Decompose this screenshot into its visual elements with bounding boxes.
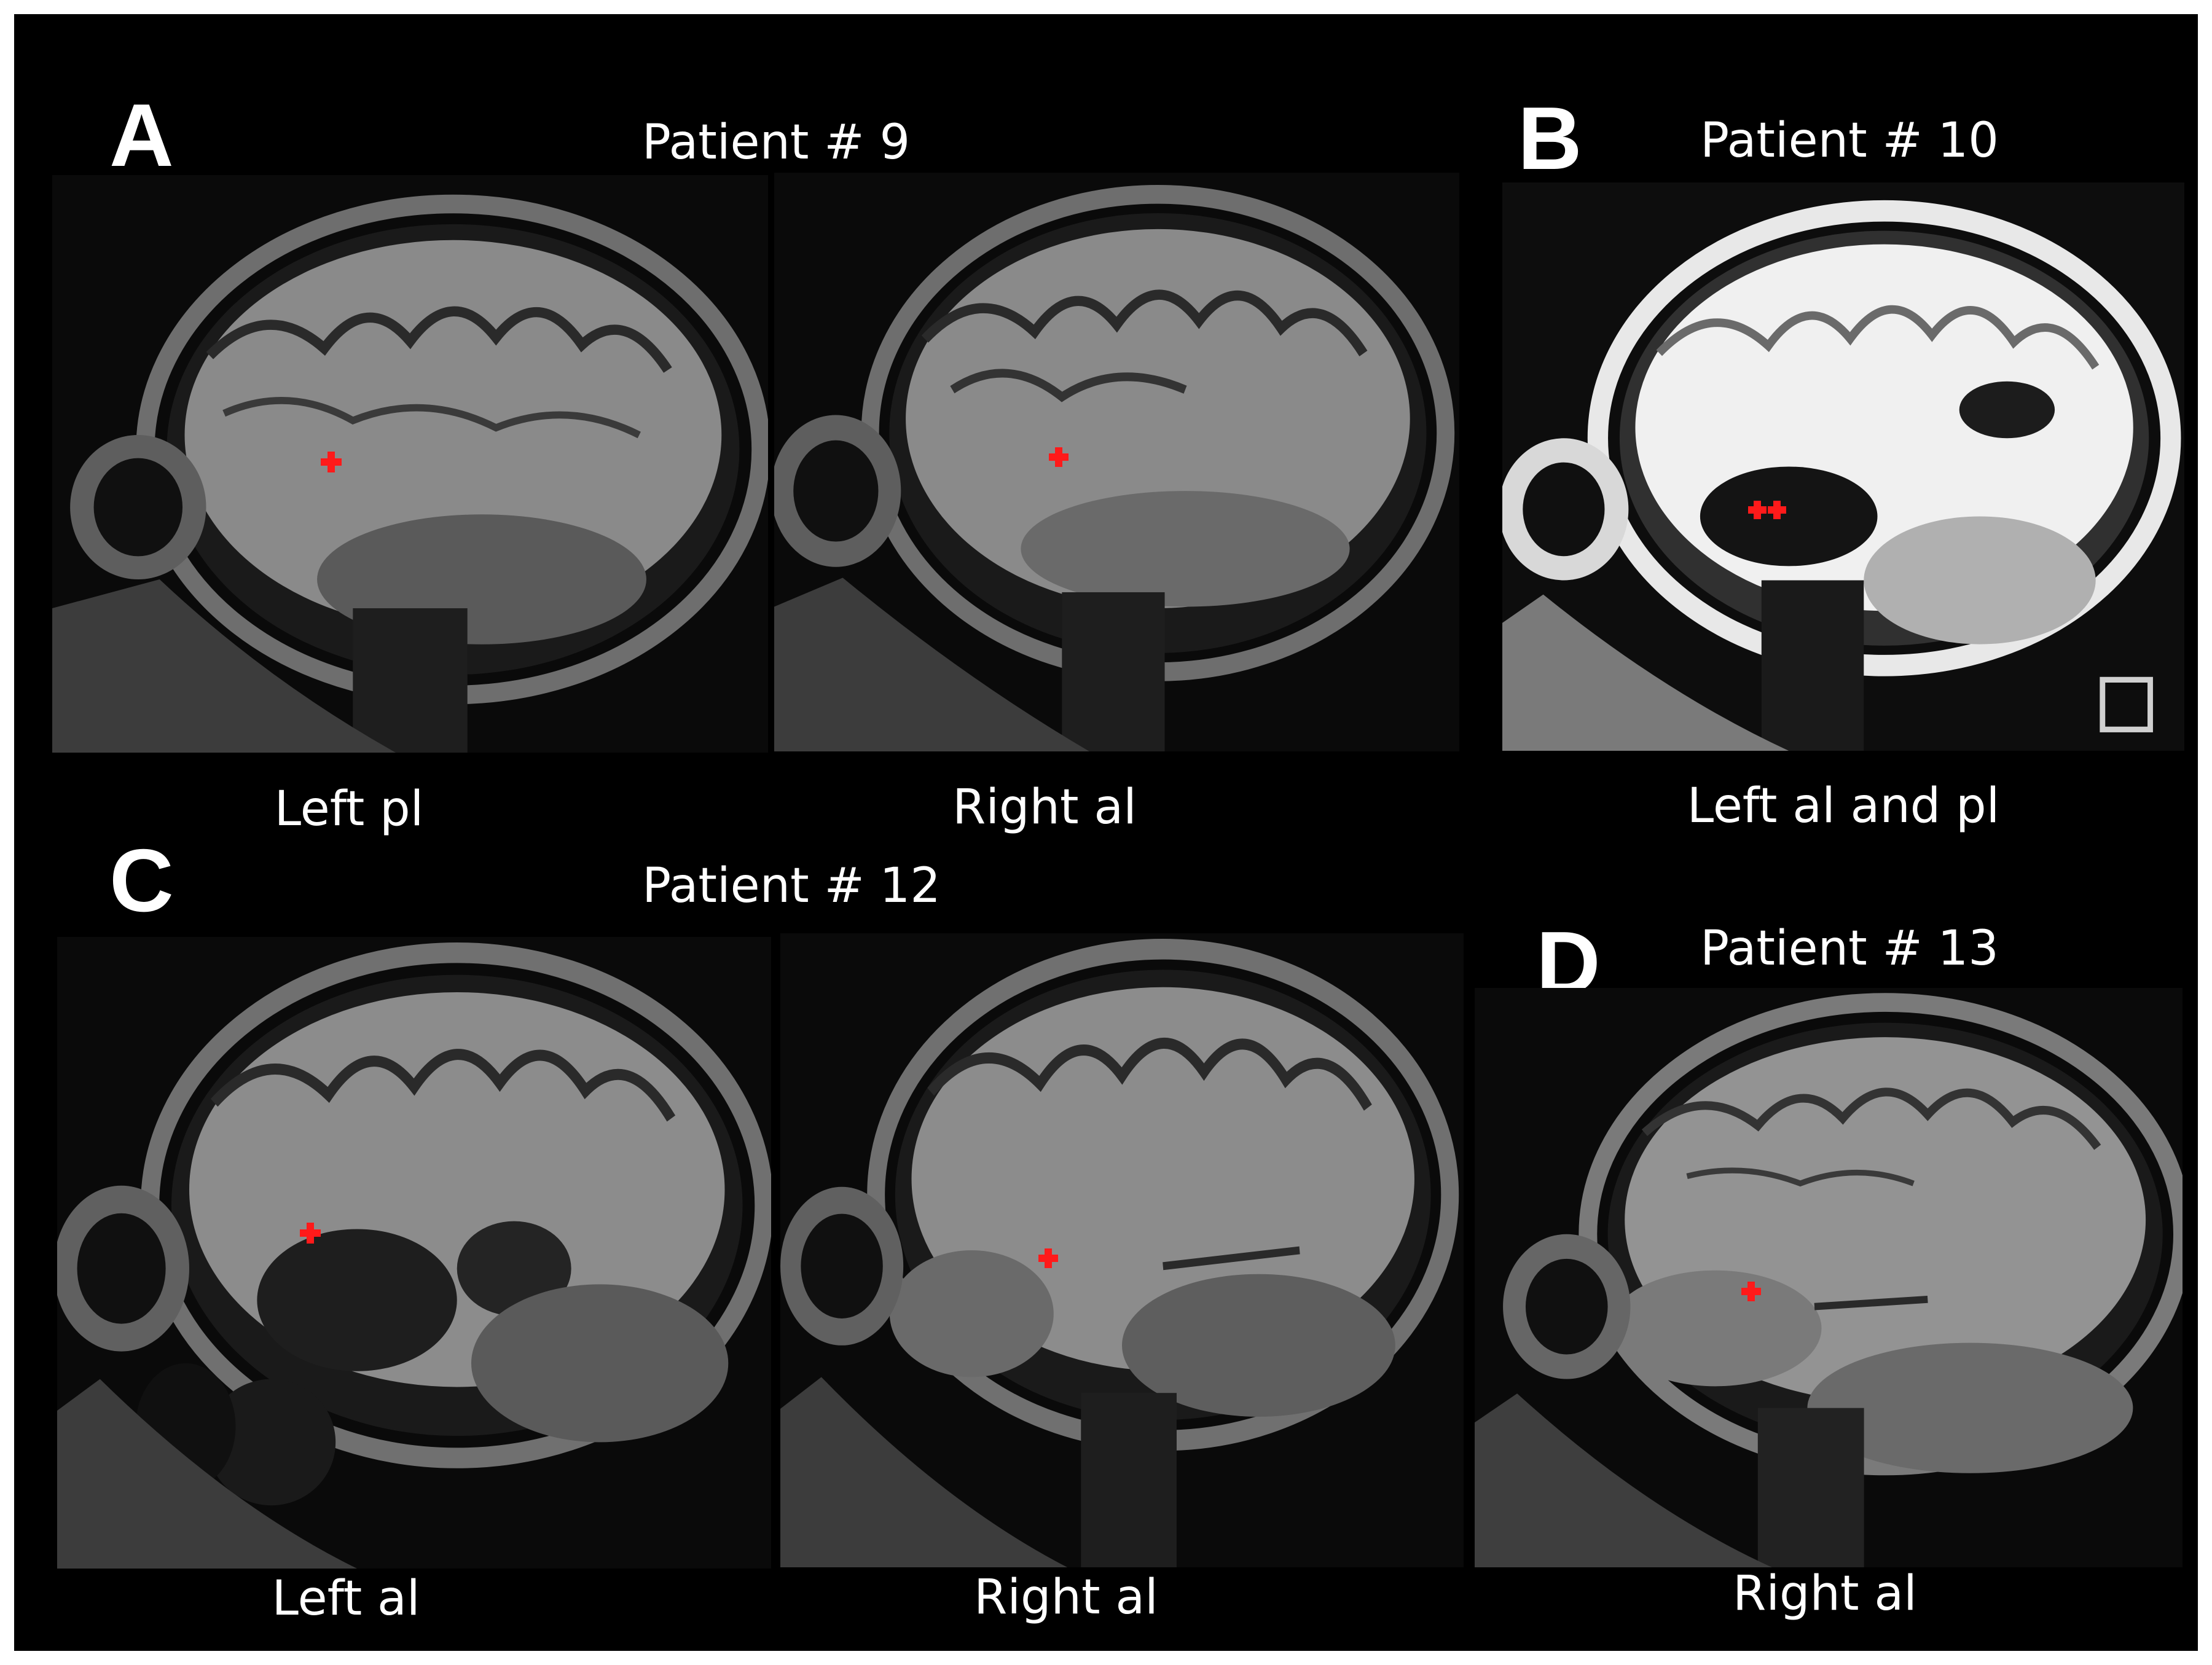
- scan-caption-a-left: Left pl: [274, 782, 424, 837]
- sagittal-mri-image: [57, 937, 771, 1569]
- electrode-marker: [300, 1223, 321, 1244]
- scan-caption-a-right: Right al: [952, 780, 1137, 835]
- panel-c-title: Patient # 12: [642, 858, 941, 914]
- scan-caption-b: Left al and pl: [1687, 778, 2000, 834]
- panel-letter-b: B: [1518, 88, 1582, 188]
- electrode-marker: [1049, 447, 1069, 467]
- mri-scan-c-right: [780, 933, 1464, 1567]
- mri-scan-a-left: [52, 175, 768, 753]
- scan-caption-c-right: Right al: [974, 1570, 1158, 1625]
- sagittal-mri-image: [1502, 182, 2184, 751]
- panel-letter-a: A: [109, 85, 174, 185]
- sagittal-mri-image: [774, 173, 1459, 751]
- panel-d-title: Patient # 13: [1700, 921, 1999, 976]
- electrode-marker: [1741, 1282, 1761, 1301]
- electrode-marker: [321, 452, 342, 472]
- panel-letter-c: C: [109, 831, 174, 930]
- scan-caption-c-left: Left al: [272, 1571, 420, 1626]
- electrode-marker: [1038, 1248, 1058, 1268]
- scan-caption-d: Right al: [1733, 1566, 1917, 1621]
- electrode-marker: [1748, 501, 1767, 519]
- panel-b-title: Patient # 10: [1700, 113, 1999, 168]
- mri-scan-c-left: [57, 937, 771, 1569]
- mri-scan-b: [1502, 182, 2184, 751]
- mri-scan-a-right: [774, 173, 1459, 751]
- mri-scan-d: [1475, 988, 2183, 1567]
- sagittal-mri-image: [1475, 988, 2183, 1567]
- sagittal-mri-image: [780, 933, 1464, 1567]
- electrode-marker: [1768, 501, 1786, 519]
- panel-a-title: Patient # 9: [641, 115, 911, 170]
- figure-canvas: A Patient # 9 Left pl: [14, 14, 2198, 1651]
- sagittal-mri-image: [52, 175, 768, 753]
